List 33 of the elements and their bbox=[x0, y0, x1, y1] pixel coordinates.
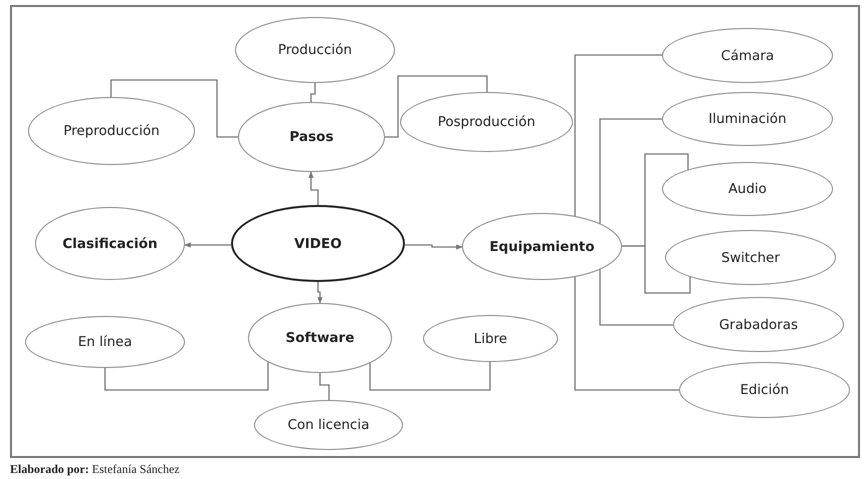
connector-line bbox=[369, 362, 491, 391]
connector-line bbox=[599, 118, 662, 224]
node-label: Iluminación bbox=[708, 111, 786, 127]
arrow bbox=[308, 171, 319, 205]
node-label: Producción bbox=[278, 42, 352, 58]
node-label: Switcher bbox=[721, 250, 780, 266]
node-label: Libre bbox=[474, 330, 508, 346]
node-label: Posproducción bbox=[438, 114, 536, 130]
connector-line bbox=[574, 277, 679, 391]
connector-line bbox=[310, 83, 316, 102]
arrow bbox=[184, 242, 232, 248]
node-label: En línea bbox=[78, 334, 132, 350]
connector-line bbox=[104, 362, 269, 391]
node-label: Preproducción bbox=[63, 123, 160, 139]
connector-line bbox=[622, 245, 691, 294]
node-label: Grabadoras bbox=[719, 316, 798, 332]
arrow bbox=[317, 282, 323, 304]
caption: Elaborado por: Estefanía Sánchez bbox=[10, 462, 180, 477]
connector-line bbox=[574, 54, 662, 216]
node-label: Cámara bbox=[721, 48, 774, 64]
connector-line bbox=[599, 270, 674, 326]
connector-line bbox=[110, 79, 238, 138]
node-label: Pasos bbox=[290, 129, 334, 145]
node-label: Software bbox=[286, 330, 354, 346]
node-label: Equipamiento bbox=[489, 238, 595, 254]
node-label: Audio bbox=[728, 181, 767, 197]
connector-line bbox=[385, 75, 488, 138]
connector-line bbox=[319, 373, 330, 400]
node-label: Clasificación bbox=[62, 236, 158, 252]
node-label: Edición bbox=[740, 382, 789, 398]
node-label: VIDEO bbox=[294, 236, 342, 252]
node-label: Con licencia bbox=[288, 417, 370, 433]
arrow bbox=[404, 244, 463, 250]
